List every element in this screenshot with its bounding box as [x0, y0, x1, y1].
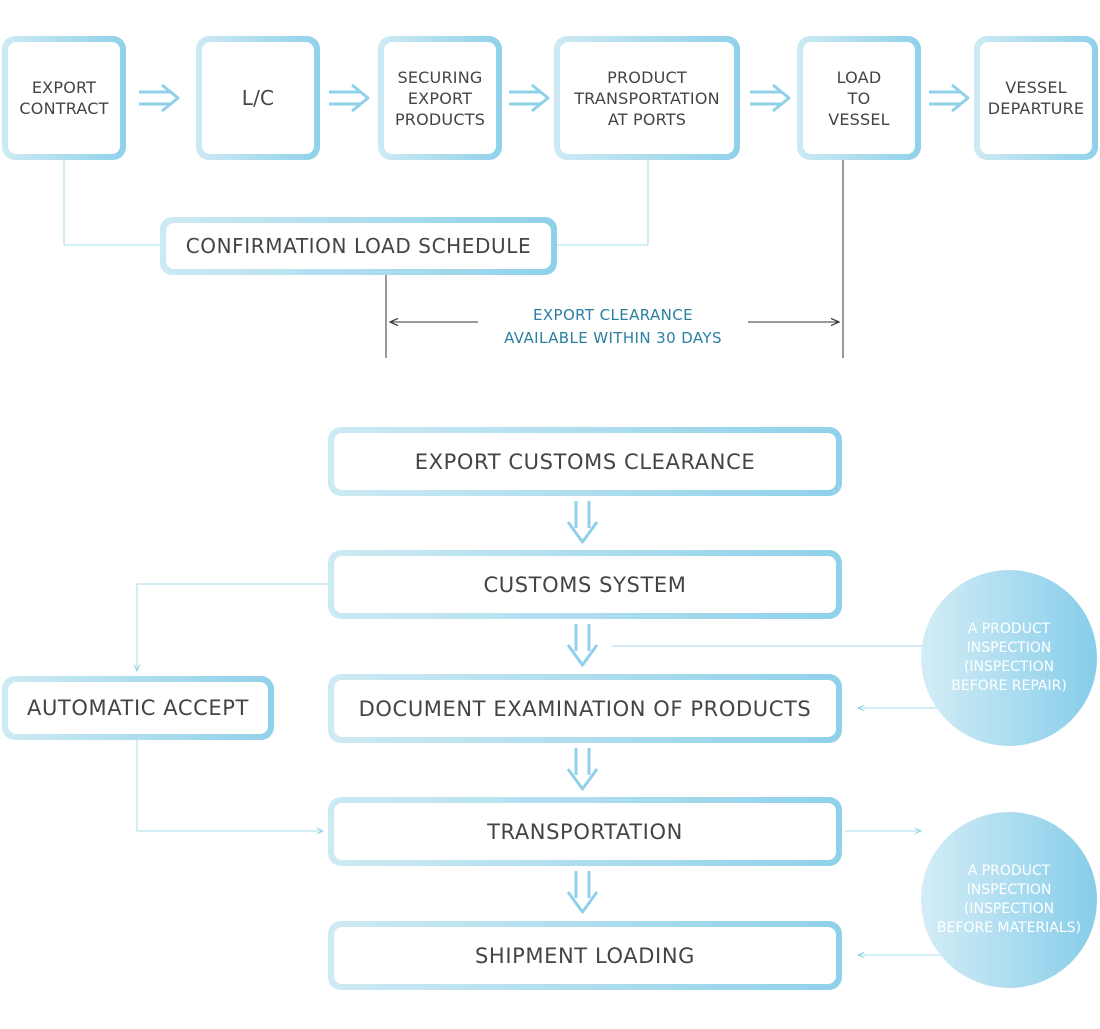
automatic-accept-label: AUTOMATIC ACCEPT	[8, 682, 268, 734]
customs-step-transportation: TRANSPORTATION	[328, 797, 842, 866]
customs-down-arrows	[566, 501, 599, 914]
arrow-down-icon	[566, 871, 599, 914]
step-label: SECURING EXPORT PRODUCTS	[384, 42, 496, 154]
customs-step-document-examination: DOCUMENT EXAMINATION OF PRODUCTS	[328, 674, 842, 743]
arrow-right-icon	[929, 83, 970, 113]
arrow-right-icon	[750, 83, 791, 113]
customs-step-label: EXPORT CUSTOMS CLEARANCE	[334, 433, 836, 490]
step-load-to-vessel: LOAD TO VESSEL	[797, 36, 921, 160]
step-label: LOAD TO VESSEL	[803, 42, 915, 154]
automatic-accept: AUTOMATIC ACCEPT	[2, 676, 274, 740]
arrow-down-icon	[566, 501, 599, 544]
customs-step-label: CUSTOMS SYSTEM	[334, 556, 836, 613]
arrow-down-icon	[566, 624, 599, 667]
customs-step-customs-system: CUSTOMS SYSTEM	[328, 550, 842, 619]
step-label: EXPORT CONTRACT	[8, 42, 120, 154]
customs-step-label: DOCUMENT EXAMINATION OF PRODUCTS	[334, 680, 836, 737]
arrow-down-icon	[566, 748, 599, 791]
inspection-before-repair: A PRODUCT INSPECTION (INSPECTION BEFORE …	[921, 570, 1097, 746]
customs-step-shipment-loading: SHIPMENT LOADING	[328, 921, 842, 990]
step-label: VESSEL DEPARTURE	[980, 42, 1092, 154]
confirmation-load-schedule: CONFIRMATION LOAD SCHEDULE	[160, 217, 557, 275]
arrow-right-icon	[139, 83, 180, 113]
step-product-transportation: PRODUCT TRANSPORTATION AT PORTS	[554, 36, 740, 160]
confirmation-connectors	[63, 160, 649, 246]
step-label: PRODUCT TRANSPORTATION AT PORTS	[560, 42, 734, 154]
step-lc: L/C	[196, 36, 320, 160]
confirmation-label: CONFIRMATION LOAD SCHEDULE	[166, 223, 551, 269]
step-label: L/C	[202, 42, 314, 154]
customs-step-label: SHIPMENT LOADING	[334, 927, 836, 984]
step-securing-export-products: SECURING EXPORT PRODUCTS	[378, 36, 502, 160]
step-vessel-departure: VESSEL DEPARTURE	[974, 36, 1098, 160]
arrow-right-icon	[329, 83, 370, 113]
customs-step-label: TRANSPORTATION	[334, 803, 836, 860]
inspection-before-materials: A PRODUCT INSPECTION (INSPECTION BEFORE …	[921, 812, 1097, 988]
process-arrows	[139, 83, 970, 113]
step-export-contract: EXPORT CONTRACT	[2, 36, 126, 160]
side-connectors	[137, 583, 940, 955]
clearance-note: EXPORT CLEARANCE AVAILABLE WITHIN 30 DAY…	[478, 304, 748, 350]
customs-step-export-clearance: EXPORT CUSTOMS CLEARANCE	[328, 427, 842, 496]
arrow-right-icon	[509, 83, 550, 113]
